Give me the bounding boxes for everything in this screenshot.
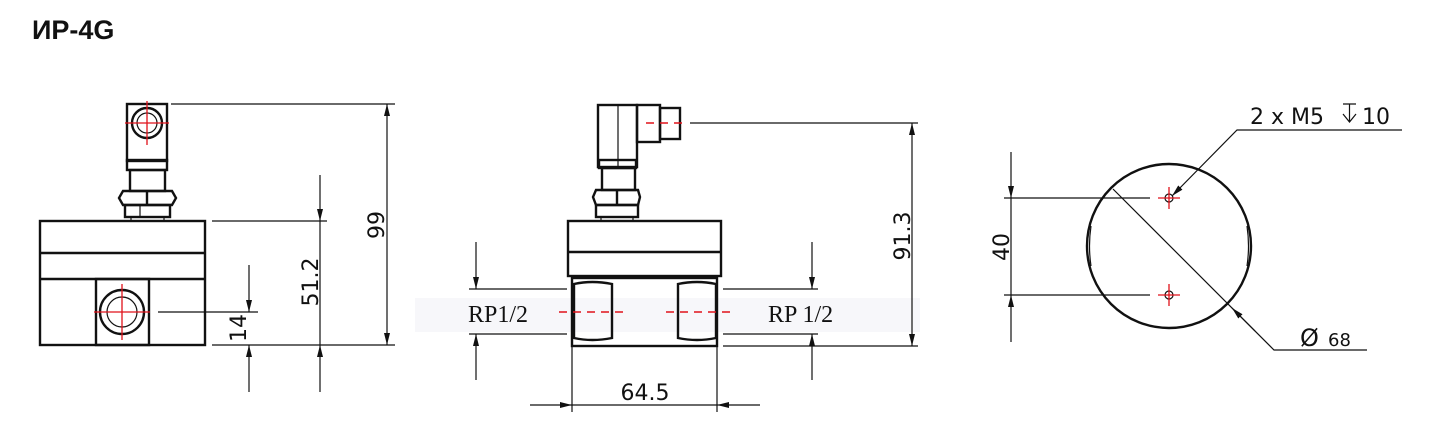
diameter-symbol: Ø: [1300, 324, 1319, 352]
inlet-thread-label: RP1/2: [468, 302, 528, 328]
dim-64-5-label: 64.5: [621, 381, 670, 406]
dimension-91-3: 91.3: [690, 122, 918, 347]
diameter-label: 68: [1328, 330, 1351, 351]
dim-91-3-label: 91.3: [891, 212, 916, 261]
hole-callout: 2 x M5 10: [1171, 103, 1402, 197]
hole-depth-label: 10: [1362, 105, 1390, 130]
dimension-99: 99: [171, 103, 395, 346]
side-view: RP1/2 RP 1/2 91.3 64.5: [415, 103, 920, 412]
front-view: 99 51.2 14: [38, 101, 395, 392]
dimension-rp-left: RP1/2: [468, 242, 567, 380]
dimension-64-5: 64.5: [530, 346, 760, 412]
dim-99-label: 99: [365, 211, 390, 239]
hole-callout-label: 2 x M5: [1250, 105, 1324, 130]
dimension-diameter: Ø 68: [1112, 188, 1367, 352]
connector-plug: [117, 101, 178, 222]
dimension-14: 14: [158, 265, 258, 392]
drawing-title: ИР-4G: [32, 15, 115, 45]
sensor-body-side: [559, 219, 731, 348]
connector-plug-angled: [591, 103, 685, 222]
dimension-40: 40: [990, 152, 1150, 342]
dim-14-label: 14: [227, 314, 252, 342]
dim-40-label: 40: [990, 233, 1015, 261]
dimension-rp-right: RP 1/2: [723, 242, 833, 380]
sensor-body: [38, 219, 207, 347]
label-band: [415, 298, 920, 332]
dim-51-2-label: 51.2: [299, 258, 324, 307]
dimension-51-2: 51.2: [212, 175, 327, 392]
bottom-view: 40 2 x M5 10 Ø 68: [990, 103, 1402, 352]
mounting-holes: [1158, 187, 1180, 306]
depth-icon: [1342, 103, 1357, 123]
outlet-thread-label: RP 1/2: [768, 302, 833, 328]
body-outline: [1085, 162, 1253, 330]
